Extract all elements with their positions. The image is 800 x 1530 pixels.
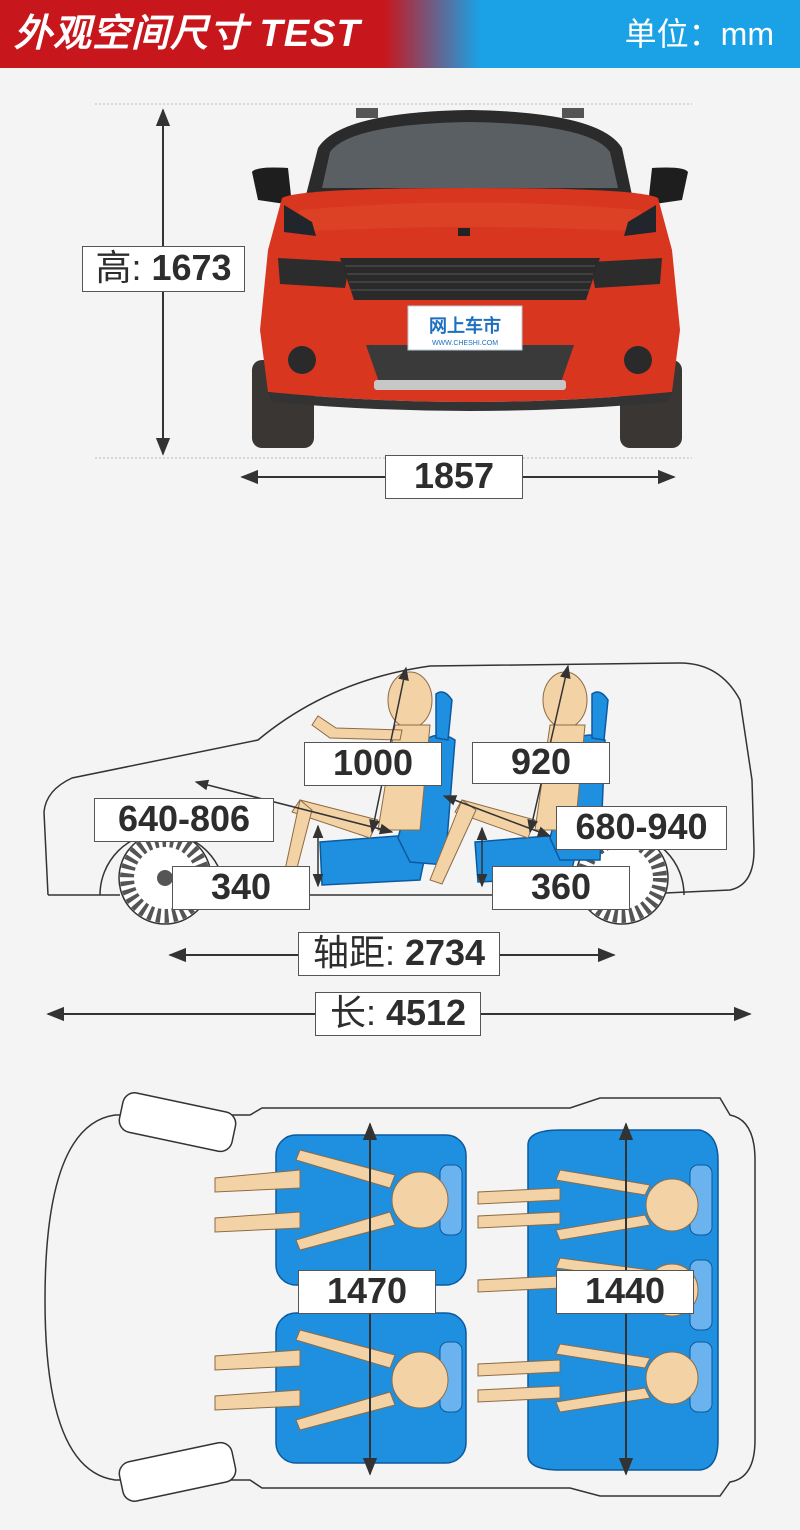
car-front-illustration [252, 108, 688, 448]
height-label: 高: 1673 [82, 246, 245, 292]
rear-occupants-top [477, 1169, 699, 1413]
page-title: 外观空间尺寸 TEST [14, 13, 361, 55]
length-label: 长: 4512 [315, 992, 481, 1036]
width-label: 1857 [385, 455, 523, 499]
front-legroom-label: 640-806 [94, 798, 274, 842]
wheelbase-prefix: 轴距: [312, 932, 395, 973]
watermark-name: 网上车市 [429, 315, 501, 336]
wheelbase-label: 轴距: 2734 [298, 932, 500, 976]
watermark-plate: 网上车市 WWW.CHESHI.COM [407, 305, 523, 351]
rear-legroom-arrow [442, 795, 552, 837]
height-value: 1673 [151, 247, 232, 288]
rear-shoulder-label: 1440 [556, 1270, 694, 1314]
front-headroom-label: 1000 [304, 742, 442, 786]
top-car-outline [44, 1097, 756, 1497]
length-prefix: 长: [329, 992, 376, 1033]
rear-headroom-label: 920 [472, 742, 610, 784]
front-view: 网上车市 WWW.CHESHI.COM [95, 103, 692, 485]
header-banner: 外观空间尺寸 TEST 单位：mm [0, 0, 800, 68]
wheelbase-value: 2734 [404, 932, 486, 973]
front-legroom-arrow [194, 779, 394, 835]
height-prefix: 高: [95, 247, 142, 288]
watermark-url: WWW.CHESHI.COM [432, 340, 498, 347]
rear-legroom-label: 680-940 [556, 806, 727, 850]
rear-seat-height-label: 360 [492, 866, 630, 910]
unit-label: 单位：mm [624, 16, 774, 52]
front-right-mirror [118, 1441, 237, 1502]
front-seat-height-label: 340 [172, 866, 310, 910]
front-left-mirror [118, 1092, 237, 1153]
front-shoulder-label: 1470 [298, 1270, 436, 1314]
length-value: 4512 [385, 992, 467, 1033]
